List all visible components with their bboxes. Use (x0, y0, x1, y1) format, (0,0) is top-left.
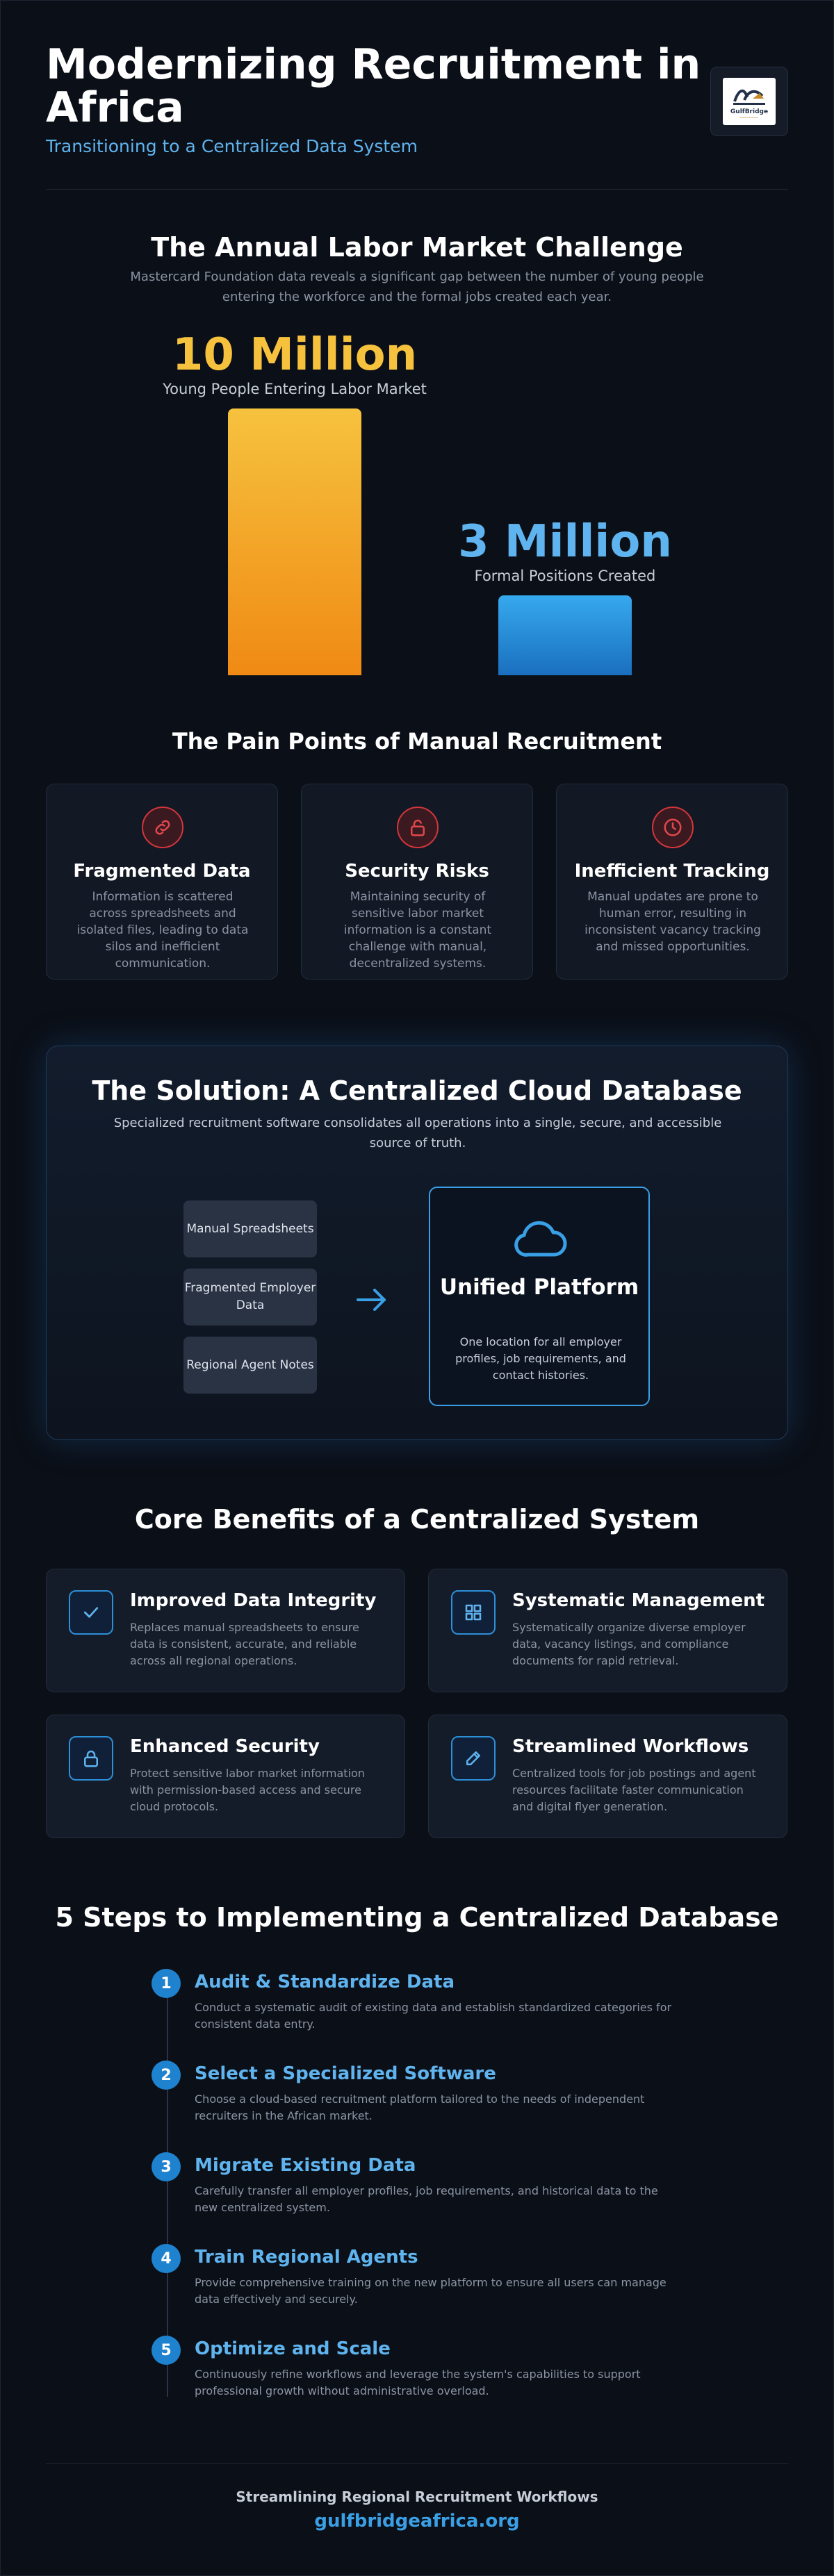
pain-card-title: Security Risks (345, 861, 489, 882)
step-item: 1 Audit & Standardize Data Conduct a sys… (150, 1969, 692, 2045)
pain-card-inefficient-tracking: Inefficient Tracking Manual updates are … (556, 784, 788, 980)
unified-platform-description: One location for all employer profiles, … (455, 1335, 626, 1382)
benefit-card-data-integrity: Improved Data Integrity Replaces manual … (46, 1569, 405, 1692)
pen-icon (451, 1736, 496, 1781)
benefit-description: Systematically organize diverse employer… (512, 1621, 746, 1667)
bar-jobs (498, 595, 632, 675)
clock-icon (652, 807, 694, 848)
steps-timeline-line (167, 1981, 168, 2397)
step-number: 5 (152, 2336, 181, 2365)
link-icon (142, 807, 183, 848)
bar-column-jobs: 3 Million Formal Positions Created (426, 518, 704, 584)
benefit-description: Centralized tools for job postings and a… (512, 1767, 756, 1813)
step-number: 1 (152, 1969, 181, 1998)
logo-wordmark: GulfBridge (730, 108, 769, 115)
logo-box: GulfBridge ━━━━━━━━ (710, 67, 788, 136)
step-description: Continuously refine workflows and levera… (195, 2368, 641, 2397)
solution-title: The Solution: A Centralized Cloud Databa… (92, 1075, 742, 1106)
pain-card-security-risks: Security Risks Maintaining security of s… (301, 784, 533, 980)
step-description: Carefully transfer all employer profiles… (195, 2184, 658, 2214)
pain-card-title: Fragmented Data (73, 861, 251, 882)
solution-panel: The Solution: A Centralized Cloud Databa… (46, 1046, 788, 1440)
pain-card-description: Manual updates are prone to human error,… (584, 890, 761, 954)
benefit-card-enhanced-security: Enhanced Security Protect sensitive labo… (46, 1715, 405, 1838)
lock-icon (397, 807, 439, 848)
benefit-card-systematic-management: Systematic Management Systematically org… (428, 1569, 787, 1692)
source-fragmented-employer-data: Fragmented Employer Data (183, 1269, 317, 1326)
benefit-title: Enhanced Security (130, 1736, 320, 1757)
benefit-title: Streamlined Workflows (512, 1736, 749, 1757)
bar-column-youth: 10 Million Young People Entering Labor M… (156, 331, 434, 397)
step-title: Select a Specialized Software (195, 2063, 496, 2084)
bar-youth (228, 408, 361, 675)
benefits-title: Core Benefits of a Centralized System (134, 1504, 700, 1535)
pain-card-title: Inefficient Tracking (574, 861, 770, 882)
bridge-logo-icon (733, 90, 765, 105)
challenge-description: Mastercard Foundation data reveals a sig… (130, 270, 704, 304)
footer-website-link[interactable]: gulfbridgeafrica.org (314, 2511, 520, 2532)
arrow-right-icon (352, 1280, 391, 1319)
challenge-title: The Annual Labor Market Challenge (151, 232, 683, 263)
steps-title: 5 Steps to Implementing a Centralized Da… (55, 1902, 779, 1933)
benefit-description: Protect sensitive labor market informati… (130, 1767, 365, 1813)
cloud-icon (514, 1221, 567, 1257)
step-title: Migrate Existing Data (195, 2155, 416, 2176)
benefit-description: Replaces manual spreadsheets to ensure d… (130, 1621, 359, 1667)
step-description: Provide comprehensive training on the ne… (195, 2276, 667, 2306)
step-description: Conduct a systematic audit of existing d… (195, 2001, 672, 2031)
pain-card-description: Maintaining security of sensitive labor … (343, 890, 492, 971)
footer-divider (46, 2463, 788, 2464)
unified-platform-box: Unified Platform One location for all em… (429, 1187, 650, 1406)
step-title: Train Regional Agents (195, 2247, 418, 2268)
solution-description: Specialized recruitment software consoli… (113, 1116, 722, 1150)
bar-value-label: 10 Million (172, 329, 418, 381)
source-manual-spreadsheets: Manual Spreadsheets (183, 1200, 317, 1257)
step-item: 2 Select a Specialized Software Choose a… (150, 2061, 692, 2137)
step-number: 3 (152, 2152, 181, 2181)
header: Modernizing Recruitment in Africa Transi… (46, 43, 788, 189)
page-subtitle: Transitioning to a Centralized Data Syst… (46, 136, 418, 156)
grid-icon (451, 1590, 496, 1635)
step-number: 4 (152, 2244, 181, 2273)
footer-title: Streamlining Regional Recruitment Workfl… (236, 2488, 598, 2505)
step-description: Choose a cloud-based recruitment platfor… (195, 2092, 645, 2122)
logo-tagline-mark: ━━━━━━━━ (739, 116, 759, 119)
step-item: 5 Optimize and Scale Continuously refine… (150, 2336, 692, 2412)
benefit-title: Systematic Management (512, 1590, 765, 1611)
step-item: 3 Migrate Existing Data Carefully transf… (150, 2152, 692, 2229)
bar-category-label: Young People Entering Labor Market (163, 381, 427, 397)
step-item: 4 Train Regional Agents Provide comprehe… (150, 2244, 692, 2320)
bar-category-label: Formal Positions Created (474, 568, 656, 584)
bar-value-label: 3 Million (458, 516, 672, 568)
pain-card-fragmented-data: Fragmented Data Information is scattered… (46, 784, 278, 980)
lock-icon (69, 1736, 113, 1781)
benefit-title: Improved Data Integrity (130, 1590, 377, 1611)
header-divider (46, 189, 788, 190)
step-title: Optimize and Scale (195, 2338, 391, 2359)
step-title: Audit & Standardize Data (195, 1972, 455, 1992)
check-icon (69, 1590, 113, 1635)
pain-points-title: The Pain Points of Manual Recruitment (172, 728, 662, 754)
benefit-card-streamlined-workflows: Streamlined Workflows Centralized tools … (428, 1715, 787, 1838)
step-number: 2 (152, 2061, 181, 2090)
pain-card-description: Information is scattered across spreadsh… (76, 890, 249, 971)
unified-platform-title: Unified Platform (439, 1275, 639, 1300)
source-regional-agent-notes: Regional Agent Notes (183, 1337, 317, 1394)
page-title: Modernizing Recruitment in Africa (46, 40, 701, 132)
logo: GulfBridge ━━━━━━━━ (723, 78, 776, 125)
